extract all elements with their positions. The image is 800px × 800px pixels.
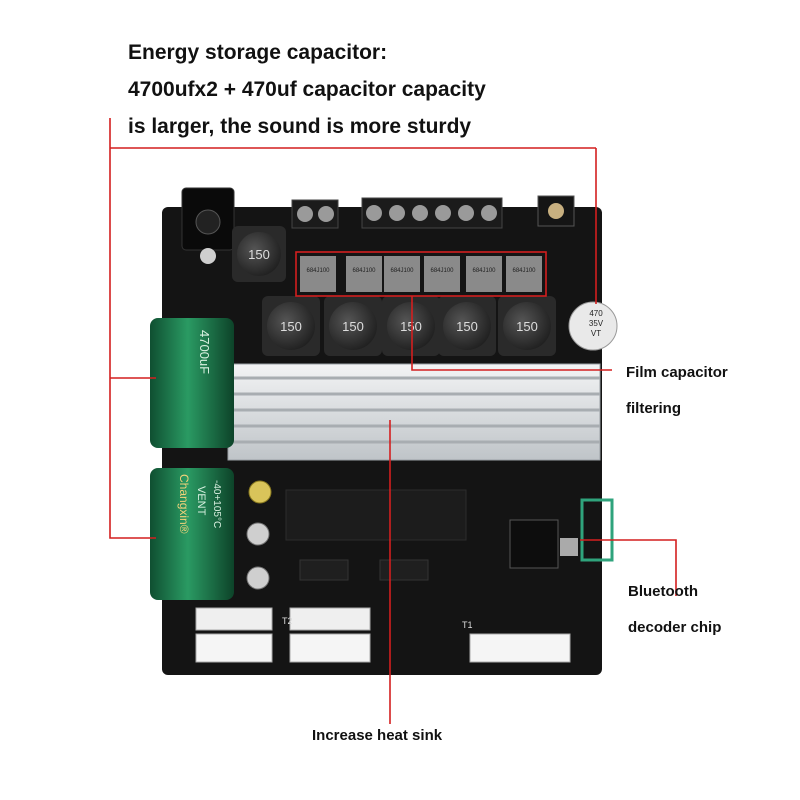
callout-film-capacitor: Film capacitor filtering [626,355,728,427]
bluetooth-line-1: Bluetooth [628,583,698,600]
svg-text:470: 470 [589,309,603,318]
svg-text:684J100: 684J100 [390,268,414,274]
svg-text:684J100: 684J100 [430,268,454,274]
film-capacitor-line-1: Film capacitor [626,364,728,381]
component-area [285,489,467,581]
svg-text:T2: T2 [282,616,293,626]
heat-sink [227,363,601,461]
svg-text:684J100: 684J100 [306,268,330,274]
svg-text:150: 150 [280,319,302,334]
speaker-connectors: T2 T1 [195,607,571,663]
film-capacitors: 684J100 684J100 684J100 684J100 684J100 … [300,256,542,292]
svg-text:150: 150 [516,319,538,334]
svg-text:-40+105°C: -40+105°C [211,480,222,528]
callout-heat-sink: Increase heat sink [312,727,443,744]
svg-text:VT: VT [591,329,601,338]
svg-text:150: 150 [456,319,478,334]
inductor-row: 150 150 150 150 150 [262,296,556,356]
energy-storage-capacitor-upper: 4700uF [150,318,234,448]
svg-text:4700uF: 4700uF [197,330,212,374]
svg-text:150: 150 [400,319,422,334]
callout-bluetooth: Bluetooth decoder chip [628,574,721,646]
callout-lines [109,118,677,724]
inductor-top: 150 [232,226,286,282]
callout-line-bluetooth [580,539,677,596]
svg-text:VENT: VENT [195,486,207,516]
callout-line-film-capacitors [411,296,612,371]
svg-text:150: 150 [248,247,270,262]
svg-text:35V: 35V [589,319,604,328]
caption-line-3: is larger, the sound is more sturdy [128,115,472,138]
caption: Energy storage capacitor: 4700ufx2 + 470… [128,34,648,145]
small-capacitor-470uf: 470 35V VT [568,301,618,351]
caption-line-1: Energy storage capacitor: [128,41,388,64]
caption-line-2: 4700ufx2 + 470uf capacitor capacity [128,78,486,101]
callout-line-capacitors [109,118,156,539]
screw-terminal-right [361,197,503,229]
svg-text:T1: T1 [462,620,473,630]
callout-box-film-capacitors [295,251,547,297]
film-capacitor-line-2: filtering [626,400,681,417]
svg-text:684J100: 684J100 [512,268,536,274]
energy-storage-capacitor-lower: Changxin® VENT -40+105°C [150,468,234,600]
bluetooth-line-2: decoder chip [628,619,722,636]
svg-text:150: 150 [342,319,364,334]
svg-text:Changxin®: Changxin® [177,474,191,534]
svg-text:684J100: 684J100 [472,268,496,274]
screw-terminal-left [291,199,339,229]
svg-text:684J100: 684J100 [352,268,376,274]
